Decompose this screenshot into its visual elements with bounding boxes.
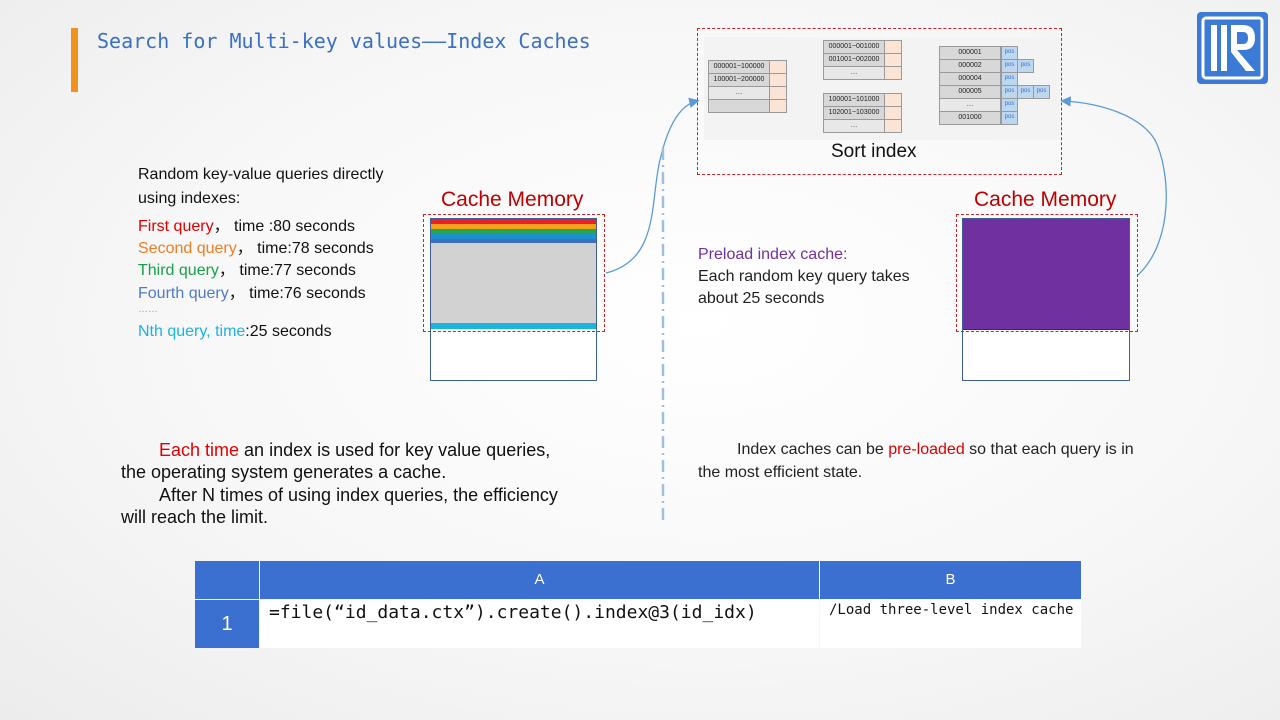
- pos-text: pos: [1004, 88, 1015, 94]
- l1-row-2-text: 100001~200000: [713, 76, 765, 83]
- query-2-label: Second query: [138, 240, 237, 257]
- cache-stripe-blue: [431, 239, 596, 243]
- query-3: Third query， time:77 seconds: [138, 256, 356, 280]
- left-cache-title: Cache Memory: [441, 188, 584, 211]
- brand-logo-icon: [1197, 12, 1268, 84]
- l2b-row-3-text: …: [850, 122, 858, 129]
- preload-line-2: about 25 seconds: [698, 290, 825, 307]
- cache-stripe-red: [431, 219, 596, 224]
- pos-text: pos: [1020, 62, 1031, 68]
- preload-label: Preload index cache:: [698, 246, 848, 263]
- left-memory-box: [430, 218, 597, 381]
- intro-line-1: Random key-value queries directly: [138, 166, 384, 183]
- l2b-row-2-text: 102001~103000: [828, 109, 880, 116]
- l2a-row-1-text: 000001~001000: [828, 43, 880, 50]
- left-para-line-2: the operating system generates a cache.: [121, 462, 447, 482]
- left-cache-dashed-region: [423, 214, 605, 332]
- pos-text: pos: [1004, 114, 1015, 120]
- l3-row-1-text: 000001: [958, 49, 982, 56]
- right-para-line-1-a: Index caches can be: [737, 441, 889, 458]
- pos-cell: [1017, 59, 1034, 73]
- query-3-label: Third query: [138, 262, 219, 279]
- l1-row-1-text: 000001~100000: [713, 63, 765, 70]
- cache-stripe-orange: [431, 224, 596, 229]
- query-n-label: Nth query, time: [138, 323, 246, 340]
- pos-text: pos: [1004, 101, 1015, 107]
- row-header-1[interactable]: 1: [195, 600, 259, 648]
- l2b-ptr-2: [884, 106, 902, 120]
- l2b-row-1-text: 100001~101000: [828, 96, 880, 103]
- query-2: Second query， time:78 seconds: [138, 234, 374, 258]
- pos-text: pos: [1004, 49, 1015, 55]
- query-2-time: ， time:78 seconds: [236, 240, 374, 257]
- right-cache-dashed-region: [956, 214, 1138, 332]
- l2a-ptr-2: [884, 53, 902, 67]
- l3-row-5-text: …: [966, 101, 974, 108]
- query-4: Fourth query， time:76 seconds: [138, 279, 366, 303]
- query-n: Nth query, time:25 seconds: [138, 323, 332, 341]
- cache-filled-area: [431, 243, 596, 323]
- l2b-ptr-3: [884, 119, 902, 133]
- query-4-time: ， time:76 seconds: [228, 285, 366, 302]
- right-para-line-1-b: so that each query is in: [964, 441, 1134, 458]
- pos-cell: [1033, 85, 1050, 99]
- sort-index-panel: 000001~100000 100001~200000 … 000001~001…: [697, 28, 1062, 175]
- intro-line-2: using indexes:: [138, 190, 241, 207]
- title-accent-bar: [71, 28, 78, 92]
- code-grid: A B 1 =file(“id_data.ctx”).create().inde…: [195, 561, 1081, 648]
- l3-row-6: [939, 111, 1001, 125]
- pos-cell: [1001, 111, 1018, 125]
- column-header-a[interactable]: A: [260, 561, 819, 599]
- cell-b1[interactable]: /Load three-level index cache: [820, 600, 1081, 648]
- pos-text: pos: [1004, 62, 1015, 68]
- left-para-line-1-rest: an index is used for key value queries,: [239, 440, 551, 460]
- l2a-ptr-1: [884, 40, 902, 54]
- left-para-line-1: Each time an index is used for key value…: [159, 440, 550, 461]
- l1-ptr-3: [769, 86, 787, 100]
- query-n-time: :25 seconds: [245, 323, 332, 340]
- query-1-label: First query: [138, 218, 214, 235]
- l3-row-6-text: 001000: [958, 114, 982, 121]
- l1-ptr-2: [769, 73, 787, 87]
- l1-ptr-1: [769, 60, 787, 74]
- pos-text: pos: [1004, 75, 1015, 81]
- grid-corner-cell: [195, 561, 259, 599]
- l2b-ptr-1: [884, 93, 902, 107]
- each-time-highlight: Each time: [159, 440, 240, 460]
- column-header-b[interactable]: B: [820, 561, 1081, 599]
- preloaded-cache-area: [963, 219, 1129, 330]
- preload-line-1: Each random key query takes: [698, 268, 910, 285]
- cache-stripe-cyan: [431, 323, 596, 329]
- l1-ptr-4: [769, 99, 787, 113]
- pos-text: pos: [1036, 88, 1047, 94]
- l1-row-3-text: …: [735, 89, 743, 96]
- l3-row-2-text: 000002: [958, 62, 982, 69]
- query-3-time: ， time:77 seconds: [218, 262, 356, 279]
- l2a-row-2-text: 001001~002000: [828, 56, 880, 63]
- pos-text: pos: [1020, 88, 1031, 94]
- right-para-line-2: the most efficient state.: [698, 464, 863, 481]
- left-para-line-4: will reach the limit.: [121, 507, 269, 527]
- l3-row-4-text: 000005: [958, 88, 982, 95]
- query-1-time: ， time :80 seconds: [213, 218, 355, 235]
- query-1: First query， time :80 seconds: [138, 212, 355, 236]
- l3-row-3-text: 000004: [958, 75, 982, 82]
- l2a-row-3-text: …: [850, 69, 858, 76]
- left-para-line-3: After N times of using index queries, th…: [159, 485, 558, 505]
- right-memory-box: [962, 218, 1130, 381]
- right-cache-title: Cache Memory: [974, 188, 1117, 211]
- cache-stripe-green: [431, 229, 596, 234]
- pre-loaded-highlight: pre-loaded: [888, 441, 965, 458]
- query-ellipsis: ……: [138, 304, 158, 315]
- right-para-line-1: Index caches can be pre-loaded so that e…: [737, 441, 1134, 459]
- cell-a1[interactable]: =file(“id_data.ctx”).create().index@3(id…: [260, 600, 819, 648]
- l2a-ptr-3: [884, 66, 902, 80]
- l1-row-4: [708, 99, 770, 113]
- query-4-label: Fourth query: [138, 285, 229, 302]
- slide-title: Search for Multi-key values——Index Cache…: [97, 29, 591, 53]
- cache-stripe-teal: [431, 234, 596, 239]
- sort-index-label: Sort index: [831, 141, 917, 162]
